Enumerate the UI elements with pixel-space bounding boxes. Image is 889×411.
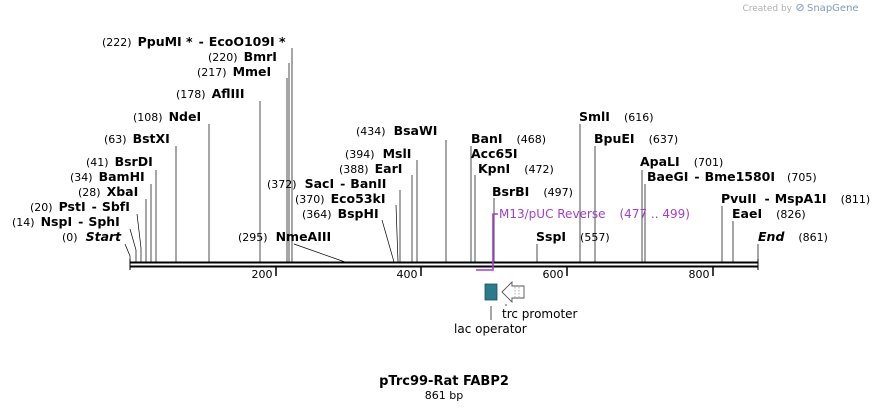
snapgene-logo-icon (796, 3, 804, 12)
svg-text:ApaLI(701): ApaLI(701) (640, 154, 723, 169)
site-label-ppumi: (222)PpuMI *-EcoO109I * (102, 34, 286, 49)
site-label-bsrbi: BsrBI(497) (492, 184, 573, 199)
site-label-ndei: (108)NdeI (133, 109, 201, 124)
svg-text:(222)PpuMI *-EcoO109I *: (222)PpuMI *-EcoO109I * (102, 34, 286, 49)
site-label-bstxi: (63)BstXI (104, 131, 170, 146)
trc-promoter-label: trc promoter (502, 307, 578, 321)
site-label-start: (0)Start (62, 229, 122, 244)
svg-text:(14)NspI-SphI: (14)NspI-SphI (12, 214, 120, 229)
site-label-baegi: BaeGI-Bme1580I(705) (647, 169, 817, 184)
site-label-bpuei: BpuEI(637) (594, 131, 678, 146)
map-title: pTrc99-Rat FABP2 (379, 374, 509, 389)
feature-lac-operator: lac operator (454, 283, 527, 336)
svg-text:(178)AflIII: (178)AflIII (176, 86, 245, 101)
lac-operator-box (484, 283, 498, 301)
site-leader-lines (124, 48, 759, 263)
site-label-pvuii: PvuII-MspA1I(811) (721, 191, 870, 206)
primer-m13-puc-reverse: M13/pUC Reverse (477 .. 499) (476, 207, 690, 271)
svg-text:BanI(468): BanI(468) (471, 131, 546, 146)
svg-text:(364)BspHI: (364)BspHI (302, 206, 379, 221)
site-label-bmri: (220)BmrI (208, 49, 277, 64)
site-label-msli: (394)MslI (345, 146, 411, 161)
lac-operator-label: lac operator (454, 322, 527, 336)
site-label-sspi: SspI(557) (536, 229, 610, 244)
leader-start (124, 243, 131, 262)
site-label-end: End(861) (758, 229, 828, 244)
svg-text:(394)MslI: (394)MslI (345, 146, 411, 161)
primer-name: M13/pUC Reverse (499, 207, 606, 221)
svg-text:(20)PstI-SbfI: (20)PstI-SbfI (30, 199, 130, 214)
svg-text:(28)XbaI: (28)XbaI (78, 184, 138, 199)
svg-text:PvuII-MspA1I(811): PvuII-MspA1I(811) (721, 191, 870, 206)
leader-eco53ki (395, 204, 399, 263)
scale-ticks: 200 400 600 800 (252, 267, 714, 281)
svg-text:(108)NdeI: (108)NdeI (133, 109, 201, 124)
site-label-nspi: (14)NspI-SphI (12, 214, 120, 229)
site-label-eari: (388)EarI (339, 161, 402, 176)
svg-text:BpuEI(637): BpuEI(637) (594, 131, 678, 146)
site-label-afliii: (178)AflIII (176, 86, 245, 101)
svg-text:(34)BamHI: (34)BamHI (70, 169, 145, 184)
svg-text:End(861): End(861) (758, 229, 828, 244)
site-label-bani: BanI(468) (471, 131, 546, 146)
svg-text:(372)SacI-BanII: (372)SacI-BanII (267, 176, 386, 191)
sequence-backbone (129, 259, 759, 270)
svg-text:(220)BmrI: (220)BmrI (208, 49, 277, 64)
snapgene-product-name: SnapGene (807, 3, 859, 14)
site-label-psti: (20)PstI-SbfI (30, 199, 130, 214)
site-label-smli: SmlI(616) (579, 109, 654, 124)
site-label-mmei: (217)MmeI (197, 64, 271, 79)
tick-label-600: 600 (543, 268, 564, 281)
site-label-apali: ApaLI(701) (640, 154, 723, 169)
map-length: 861 bp (425, 389, 463, 402)
site-label-bamhi: (34)BamHI (70, 169, 145, 184)
leader-bsphi (381, 219, 395, 263)
site-label-acc65i: Acc65I (471, 146, 518, 161)
site-label-xbai: (28)XbaI (78, 184, 138, 199)
tick-label-400: 400 (397, 268, 418, 281)
created-by-text: Created by (742, 4, 792, 14)
svg-text:(63)BstXI: (63)BstXI (104, 131, 170, 146)
svg-text:(0)Start: (0)Start (62, 229, 122, 244)
tick-label-200: 200 (252, 268, 273, 281)
feature-trc-promoter: trc promoter (501, 280, 578, 321)
site-label-nmeaiii: (295)NmeAIII (238, 229, 331, 244)
tick-label-800: 800 (689, 268, 710, 281)
leader-nmeaiii (293, 243, 346, 263)
svg-text:M13/pUC Reverse(477 .. 499): M13/pUC Reverse (477 .. 499) (499, 207, 690, 221)
svg-text:BaeGI-Bme1580I(705): BaeGI-Bme1580I(705) (647, 169, 817, 184)
site-label-saci: (372)SacI-BanII (267, 176, 386, 191)
svg-text:SmlI(616): SmlI(616) (579, 109, 654, 124)
svg-text:SspI(557): SspI(557) (536, 229, 610, 244)
svg-text:Acc65I: Acc65I (471, 146, 518, 161)
site-label-kpni: KpnI(472) (478, 161, 554, 176)
svg-text:(370)Eco53kI: (370)Eco53kI (295, 191, 386, 206)
svg-text:EaeI(826): EaeI(826) (732, 206, 806, 221)
site-label-eaei: EaeI(826) (732, 206, 806, 221)
trc-promoter-arrow-icon (501, 280, 525, 304)
svg-text:KpnI(472): KpnI(472) (478, 161, 554, 176)
site-label-eco53ki: (370)Eco53kI (295, 191, 386, 206)
primer-range: (477 .. 499) (620, 207, 690, 221)
svg-text:(434)BsaWI: (434)BsaWI (356, 123, 437, 138)
site-label-bsphi: (364)BspHI (302, 206, 379, 221)
site-label-bsawi: (434)BsaWI (356, 123, 437, 138)
leader-psti (136, 213, 142, 262)
svg-text:BsrBI(497): BsrBI(497) (492, 184, 573, 199)
site-label-bsrdi: (41)BsrDI (86, 154, 153, 169)
svg-text:(388)EarI: (388)EarI (339, 161, 402, 176)
snapgene-branding: Created by SnapGene (742, 3, 858, 14)
primer-arrow (476, 213, 498, 271)
svg-text:(41)BsrDI: (41)BsrDI (86, 154, 153, 169)
svg-text:(295)NmeAIII: (295)NmeAIII (238, 229, 331, 244)
leader-nspi (129, 228, 137, 262)
svg-text:(217)MmeI: (217)MmeI (197, 64, 271, 79)
